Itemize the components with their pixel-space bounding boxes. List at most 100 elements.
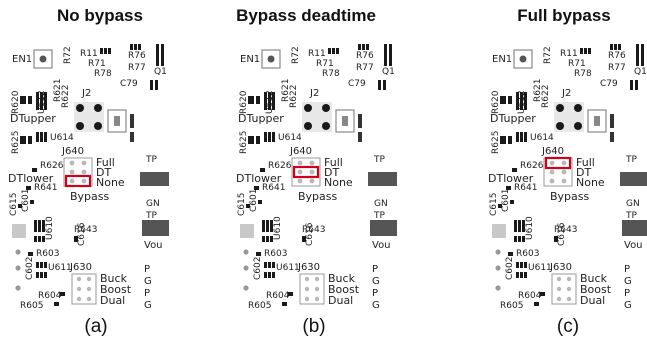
r76-pads	[366, 44, 369, 50]
r620-pad	[28, 96, 32, 104]
en1-label: EN1	[240, 54, 260, 65]
panel-c-caption: (c)	[556, 316, 580, 337]
j630-pin	[566, 286, 572, 292]
j640-pin	[81, 169, 87, 175]
j630-outline	[299, 273, 325, 305]
pcb-drawing: EN1R72R11R71R78R76R77Q1C79R620U612R621R6…	[488, 44, 647, 311]
boost-label: Boost	[328, 283, 360, 296]
side-connector	[587, 109, 607, 133]
dtlower-label: DTlower	[488, 172, 534, 185]
j640-pin	[561, 160, 567, 166]
r71-label: R71	[568, 59, 586, 69]
j640-pin	[309, 160, 315, 166]
r605-label: R605	[500, 301, 523, 311]
j630-pin	[314, 276, 320, 282]
j630-label: J630	[69, 262, 92, 273]
r71-label: R71	[316, 59, 334, 69]
u611-pads	[44, 262, 47, 268]
u611-pads	[516, 272, 519, 278]
r603-pad	[28, 252, 33, 256]
j640-pin	[309, 178, 315, 184]
j640-pin	[549, 160, 555, 166]
j630-pin	[86, 276, 92, 282]
c79-pads	[150, 80, 153, 90]
r76-pads	[358, 44, 361, 50]
u614-pads	[36, 132, 39, 142]
r625-label: R625	[491, 131, 501, 154]
r620-pad	[20, 96, 26, 104]
r77-label: R77	[128, 63, 146, 73]
j630-pin	[314, 296, 320, 302]
tp-label: TP	[373, 155, 385, 165]
r77-label: R77	[608, 63, 626, 73]
r72-label: R72	[543, 46, 553, 64]
gray-square	[240, 224, 254, 238]
c601-pad	[510, 200, 514, 204]
g-label: G	[624, 276, 632, 287]
j2-pad	[304, 122, 312, 130]
c602-label: C602	[253, 257, 263, 280]
dtlower-label: DTlower	[8, 172, 54, 185]
vou-label: Vou	[144, 240, 163, 251]
r625-pad	[508, 136, 512, 144]
r625-pad	[500, 136, 506, 144]
u610-label: U610	[525, 216, 535, 240]
side-pin	[610, 132, 614, 142]
r11-pads	[100, 48, 103, 54]
j640-pin	[69, 160, 75, 166]
buck-label: Buck	[580, 272, 608, 285]
q1-pads	[384, 44, 387, 66]
pcb-panel-b: EN1R72R11R71R78R76R77Q1C79R620U612R621R6…	[232, 36, 397, 312]
u610-pads	[42, 220, 45, 232]
u612-pads	[272, 92, 275, 110]
r76-pads	[134, 44, 137, 50]
r625-pad	[248, 136, 254, 144]
en1-button-dot	[519, 55, 527, 63]
buck-label: Buck	[328, 272, 356, 285]
j630-pin	[314, 286, 320, 292]
j640-pin	[549, 178, 555, 184]
j640-pin	[297, 169, 303, 175]
j640-label: J640	[541, 146, 564, 157]
r11-pads	[584, 48, 587, 54]
r620-pad	[248, 96, 254, 104]
r641-label: R641	[514, 183, 537, 193]
dtlower-label: DTlower	[236, 172, 282, 185]
r621-label: R621	[53, 79, 63, 102]
r604-pad	[60, 292, 65, 296]
u614-pads	[520, 132, 523, 142]
c601-pad	[258, 200, 262, 204]
r643-label: R643	[74, 225, 97, 235]
u610-label: U610	[45, 216, 55, 240]
j2-label: J2	[81, 88, 91, 99]
j630-pin	[304, 296, 310, 302]
tp-block	[622, 220, 647, 236]
u614-pads	[524, 132, 527, 142]
u611-pads	[264, 262, 267, 268]
vou-label: Vou	[372, 240, 391, 251]
dt-label: DT	[324, 166, 339, 179]
via	[15, 249, 21, 255]
u614-label: U614	[50, 133, 74, 143]
u614-pads	[268, 132, 271, 142]
panel-b-caption: (b)	[302, 316, 326, 337]
r78-label: R78	[574, 69, 592, 79]
r626-label: R626	[40, 161, 64, 171]
u610-pads	[270, 236, 273, 242]
dual-label: Dual	[328, 294, 353, 307]
j2-pad	[322, 122, 330, 130]
panel-a-caption: (a)	[84, 316, 108, 337]
u610-pads	[262, 236, 265, 242]
c615-pad	[498, 204, 502, 208]
q1-label: Q1	[382, 67, 395, 77]
r625-label: R625	[11, 131, 21, 154]
tp-block	[370, 220, 397, 236]
r11-pads	[108, 48, 111, 54]
u611-pads	[272, 272, 275, 278]
j640-pin	[297, 160, 303, 166]
panel-b-title: Bypass deadtime	[236, 6, 376, 25]
side-pin	[130, 114, 134, 128]
tp-label: TP	[625, 155, 637, 165]
r622-label: R622	[541, 85, 551, 108]
c602-label: C602	[505, 257, 515, 280]
